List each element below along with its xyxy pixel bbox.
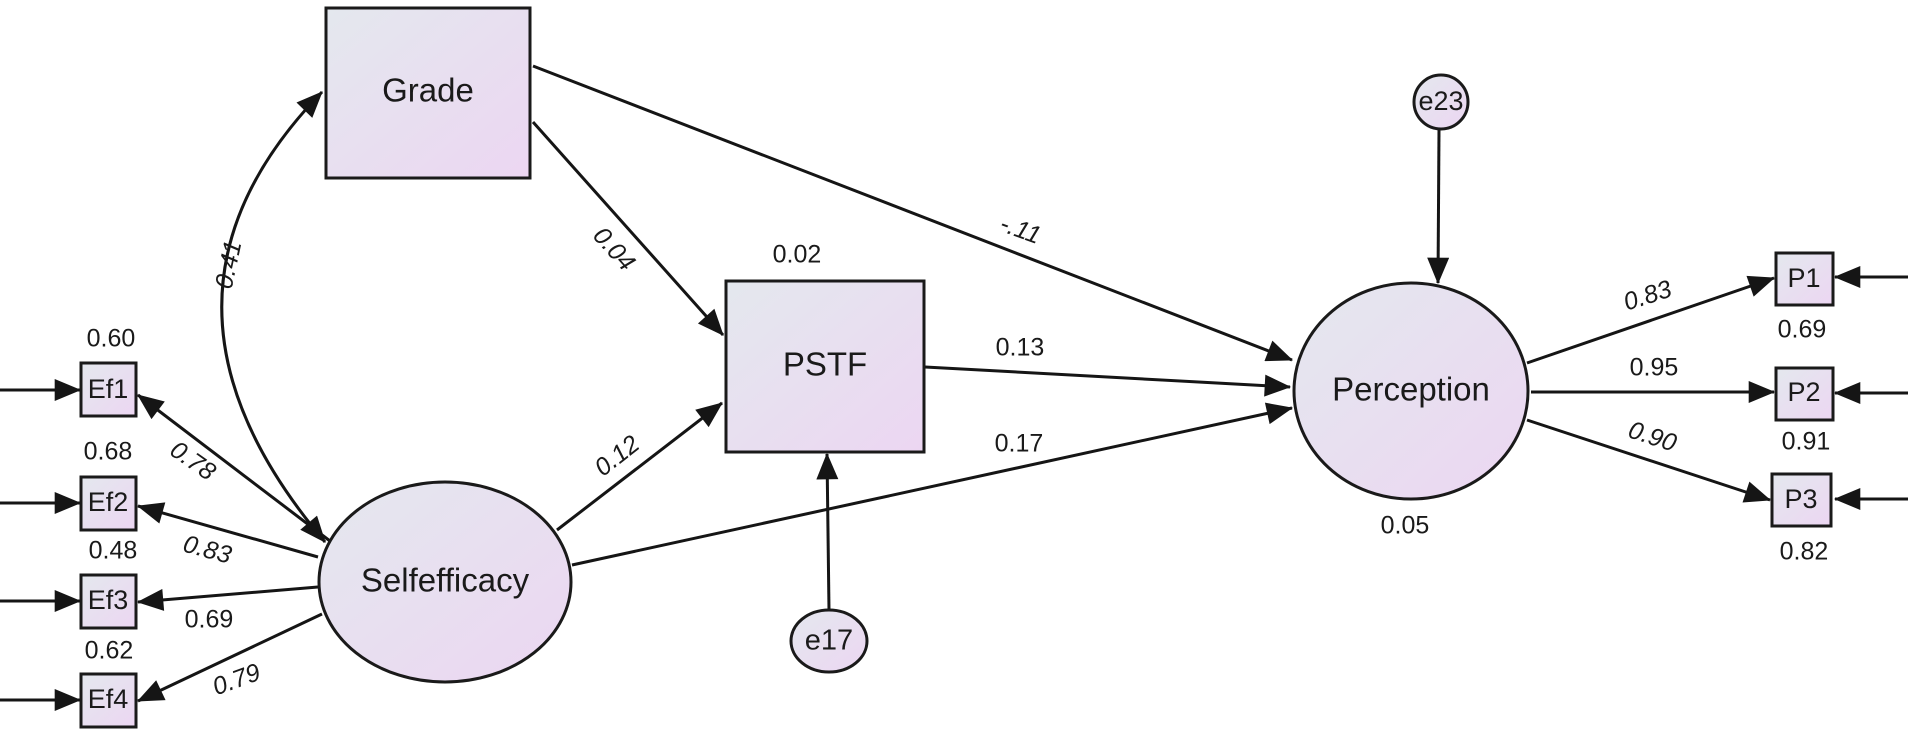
node-ef3: Ef3: [79, 573, 138, 630]
node-e23: e23: [1412, 73, 1470, 131]
node-grade: Grade: [324, 6, 532, 180]
ef3-label: Ef3: [88, 585, 129, 615]
edge-selfefficacy-pstf: [556, 401, 723, 532]
coef-selfefficacy-pstf: 0.12: [589, 430, 645, 482]
node-ef1: Ef1: [79, 361, 138, 418]
node-p1: P1: [1774, 251, 1835, 307]
edge-selfefficacy-perception: [571, 402, 1294, 567]
r2-perception: 0.05: [1381, 512, 1430, 540]
edge-grade-perception: [532, 64, 1294, 362]
p3-box: [1770, 472, 1833, 528]
edge-selfefficacy-ef1: [137, 393, 331, 543]
node-ef4: Ef4: [79, 672, 138, 729]
selfefficacy-ellipse: [317, 480, 573, 684]
node-perception: Perception: [1292, 281, 1530, 501]
node-selfefficacy: Selfefficacy: [317, 480, 573, 684]
r2-pstf: 0.02: [773, 241, 822, 269]
edge-e17-pstf: [816, 452, 839, 611]
coef-grade-perception: -.11: [996, 209, 1044, 249]
node-p3: P3: [1770, 472, 1833, 528]
coef-perception-p3: 0.90: [1625, 416, 1680, 458]
p2-box: [1774, 366, 1835, 422]
edges: [0, 64, 1908, 711]
p1-box: [1774, 251, 1835, 307]
edge-selfefficacy-ef4: [137, 612, 323, 703]
selfefficacy-label: Selfefficacy: [361, 562, 530, 599]
perception-label: Perception: [1332, 371, 1490, 408]
r-squared-labels: 0.02 0.05 0.60 0.68 0.48 0.62 0.69 0.91 …: [84, 241, 1831, 665]
e17-label: e17: [805, 625, 853, 657]
coef-grade-pstf: 0.04: [587, 222, 640, 277]
coef-pstf-perception: 0.13: [996, 334, 1045, 362]
coef-selfefficacy-ef2: 0.83: [180, 530, 234, 570]
coef-perception-p2: 0.95: [1630, 354, 1679, 382]
pstf-label: PSTF: [783, 346, 867, 383]
r2-p3: 0.82: [1780, 538, 1829, 566]
grade-box: [324, 6, 532, 180]
edge-perception-p1: [1526, 275, 1776, 365]
e23-circle: [1412, 73, 1470, 131]
ef1-box: [79, 361, 138, 418]
ef4-label: Ef4: [88, 684, 129, 714]
edge-selfefficacy-ef3: [136, 585, 319, 611]
coef-selfefficacy-perception: 0.17: [995, 430, 1044, 458]
ef4-box: [79, 672, 138, 729]
coef-selfefficacy-ef3: 0.69: [185, 606, 234, 634]
coef-perception-p1: 0.83: [1620, 275, 1675, 317]
r2-p1: 0.69: [1778, 316, 1827, 344]
node-p2: P2: [1774, 366, 1835, 422]
r2-p2: 0.91: [1782, 428, 1831, 456]
perception-ellipse: [1292, 281, 1530, 501]
coef-grade-selfefficacy: 0.41: [210, 238, 248, 291]
grade-label: Grade: [382, 72, 474, 109]
r2-ef3: 0.48: [89, 537, 138, 565]
r2-ef1: 0.60: [87, 325, 136, 353]
pstf-box: [724, 279, 926, 454]
edge-selfefficacy-ef2: [136, 502, 319, 559]
e17-ellipse: [789, 608, 869, 674]
edge-grade-selfefficacy-covariance: [220, 90, 327, 543]
ef1-label: Ef1: [88, 374, 129, 404]
coef-selfefficacy-ef1: 0.78: [165, 435, 221, 486]
node-e17: e17: [789, 608, 869, 674]
p2-label: P2: [1787, 377, 1820, 407]
ef2-label: Ef2: [88, 487, 129, 517]
p1-label: P1: [1787, 263, 1820, 293]
edge-pstf-perception: [924, 365, 1292, 397]
node-ef2: Ef2: [79, 475, 138, 532]
node-pstf: PSTF: [724, 279, 926, 454]
p3-label: P3: [1784, 484, 1817, 514]
r2-ef2: 0.68: [84, 438, 133, 466]
r2-ef4: 0.62: [85, 637, 134, 665]
ef2-box: [79, 475, 138, 532]
edge-e23-perception: [1427, 129, 1450, 285]
e23-label: e23: [1418, 86, 1463, 116]
edge-perception-p3: [1526, 418, 1772, 503]
edge-grade-pstf: [531, 121, 725, 336]
ef3-box: [79, 573, 138, 630]
